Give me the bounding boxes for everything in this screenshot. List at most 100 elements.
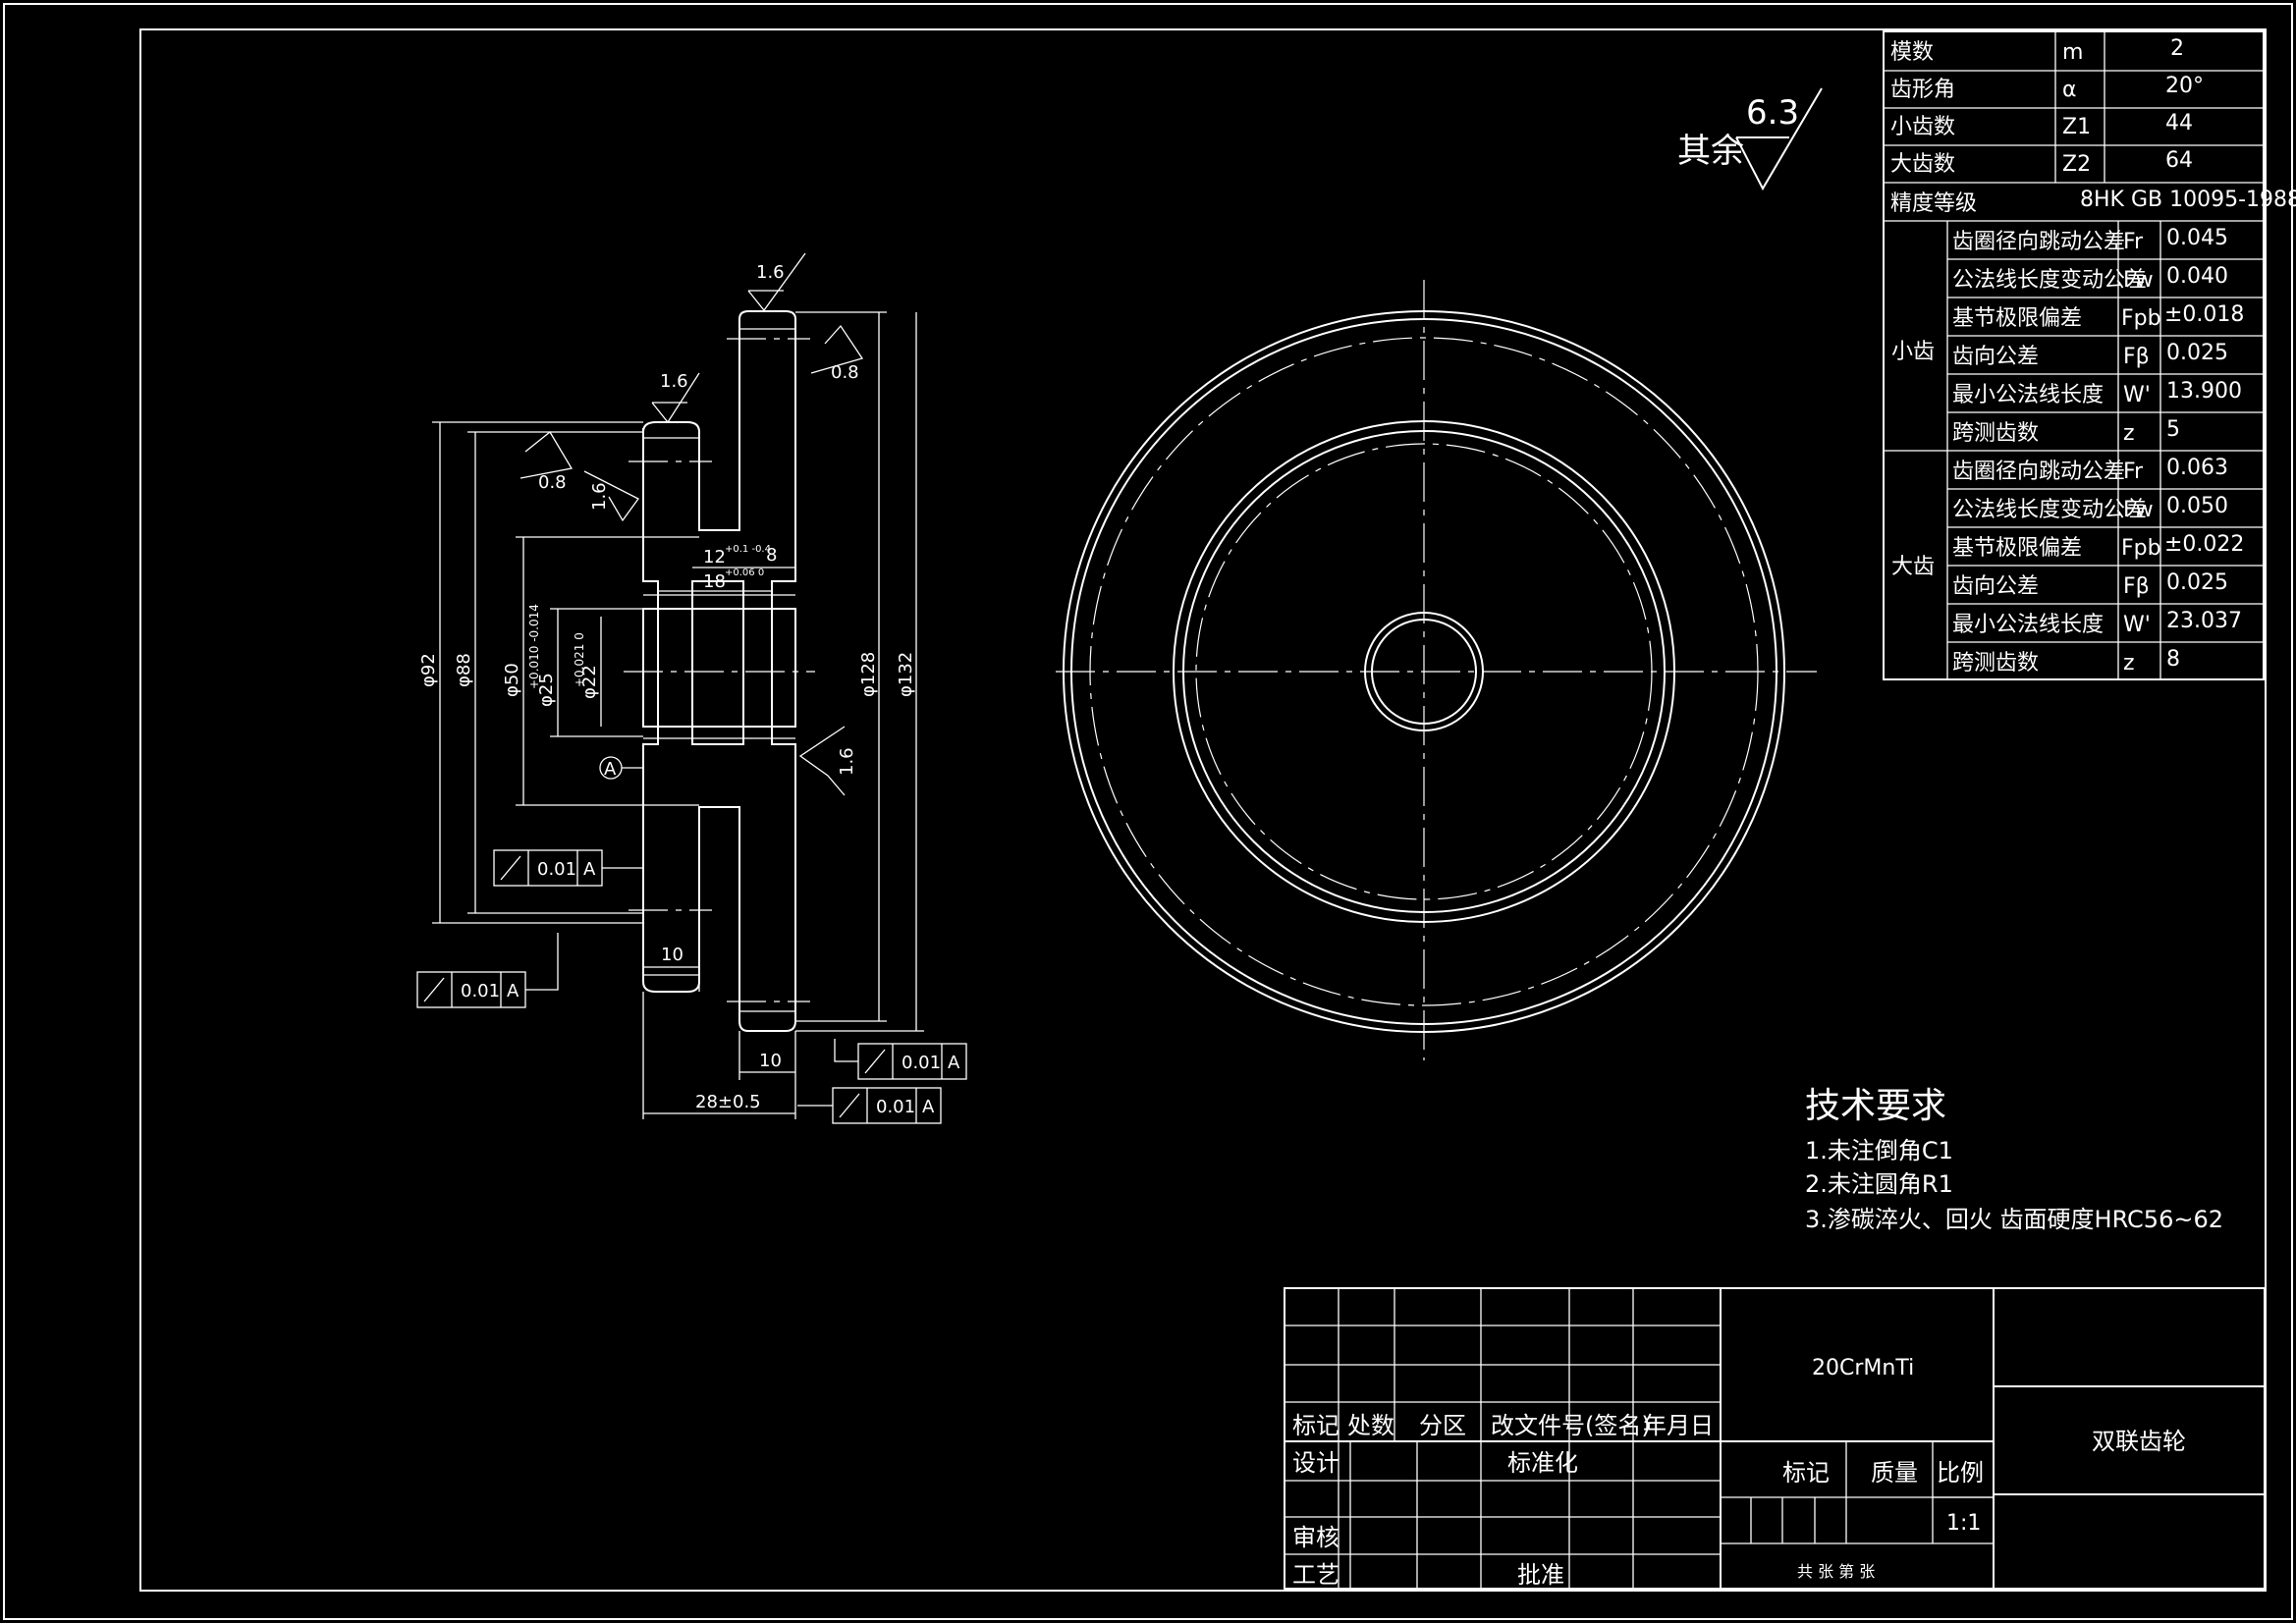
stage-header: 质量 <box>1871 1459 1918 1487</box>
roughness-value: 1.6 <box>660 371 688 392</box>
large-param-name: 公法线长度变动公差 <box>1952 498 2147 522</box>
role-label: 批准 <box>1517 1561 1564 1589</box>
small-param-name: 齿向公差 <box>1952 345 2039 369</box>
small-param-name: 公法线长度变动公差 <box>1952 268 2147 293</box>
roughness-value: 0.8 <box>538 472 567 493</box>
dim-w10b: 10 <box>759 1051 782 1071</box>
section-upper <box>642 310 796 610</box>
small-param-value: 5 <box>2166 417 2180 442</box>
dim-d25-tol: +0.010 -0.014 <box>527 604 541 689</box>
dim-d128: φ128 <box>858 652 879 697</box>
large-param-name: 基节极限偏差 <box>1952 536 2082 561</box>
param-symbol: Z1 <box>2062 115 2091 139</box>
dim-w10a: 10 <box>661 945 683 965</box>
role-label: 审核 <box>1292 1524 1339 1551</box>
part-name: 双联齿轮 <box>2092 1428 2186 1455</box>
large-param-symbol: z <box>2123 651 2135 676</box>
small-param-name: 基节极限偏差 <box>1952 306 2082 331</box>
small-param-symbol: W' <box>2123 383 2151 407</box>
revision-header: 处数 <box>1347 1412 1394 1439</box>
tech-req-item: 2.未注圆角R1 <box>1805 1170 1953 1198</box>
material: 20CrMnTi <box>1812 1356 1914 1380</box>
roughness-general: 其余 6.3 <box>1677 87 1823 191</box>
param-value: 20° <box>2165 74 2204 98</box>
dim-d25: φ25 <box>536 673 557 707</box>
small-param-symbol: Fr <box>2123 230 2144 254</box>
small-param-symbol: Fw <box>2123 268 2154 293</box>
dim-len: 28±0.5 <box>695 1092 761 1112</box>
roughness-value: 1.6 <box>589 482 610 511</box>
revision-header: 标记 <box>1292 1412 1339 1439</box>
small-param-symbol: Fpb <box>2121 306 2161 331</box>
large-param-symbol: Fr <box>2123 460 2144 484</box>
accuracy-name: 精度等级 <box>1890 191 1977 216</box>
fcf-value: 0.01 <box>876 1097 915 1117</box>
fcf-datum: A <box>583 859 596 880</box>
dim-w18-tol: +0.06 0 <box>725 568 764 578</box>
small-gear-label: 小齿 <box>1891 340 1935 364</box>
dim-w18: 18 <box>703 571 726 592</box>
tech-req-title: 技术要求 <box>1805 1086 1946 1126</box>
role-label: 设计 <box>1292 1449 1339 1477</box>
large-param-symbol: Fw <box>2123 498 2154 522</box>
large-param-symbol: W' <box>2123 613 2151 637</box>
large-param-value: 0.025 <box>2166 570 2228 595</box>
large-gear-label: 大齿 <box>1891 555 1935 579</box>
revision-header: 年月日 <box>1643 1412 1714 1439</box>
dim-w12-tol: +0.1 -0.4 <box>725 544 771 555</box>
fcf-datum: A <box>922 1097 935 1117</box>
roughness-value: 1.6 <box>837 747 857 776</box>
fcf-4: 0.01 A <box>797 1087 942 1124</box>
roughness-value: 0.8 <box>831 362 859 383</box>
inner-frame <box>139 28 2267 1592</box>
fcf-2: 0.01 A <box>416 933 559 1008</box>
role-label: 标准化 <box>1507 1449 1578 1477</box>
dim-d88: φ88 <box>454 653 474 687</box>
fcf-1: 0.01 A <box>493 849 643 887</box>
datum-label: A <box>604 759 617 780</box>
small-param-value: ±0.018 <box>2164 302 2244 327</box>
dim-d50: φ50 <box>502 663 522 697</box>
role-label: 工艺 <box>1292 1561 1339 1589</box>
dim-d22-tol: +0.021 0 <box>573 632 586 687</box>
roughness-general-value: 6.3 <box>1746 93 1799 133</box>
small-param-value: 13.900 <box>2166 379 2242 404</box>
large-param-value: 23.037 <box>2166 609 2242 633</box>
param-symbol: α <box>2062 78 2077 102</box>
large-param-value: ±0.022 <box>2164 532 2244 557</box>
stage-header: 比例 <box>1937 1459 1984 1487</box>
front-view <box>1056 280 1817 1060</box>
accuracy-value: 8HK GB 10095-1988 <box>2080 188 2296 212</box>
small-param-value: 0.025 <box>2166 341 2228 365</box>
tech-req-item: 1.未注倒角C1 <box>1805 1137 1953 1164</box>
roughness-symbols: 1.6 1.6 0.8 0.8 1.6 1.6 <box>519 252 864 796</box>
roughness-general-prefix: 其余 <box>1677 132 1744 171</box>
tech-req-item: 3.渗碳淬火、回火 齿面硬度HRC56~62 <box>1805 1206 2223 1233</box>
datum-a: A <box>599 756 643 780</box>
param-value: 44 <box>2165 111 2193 135</box>
dim-d92: φ92 <box>418 653 439 687</box>
section-lower <box>642 726 796 1032</box>
dim-w8: 8 <box>766 545 777 566</box>
small-param-value: 0.040 <box>2166 264 2228 289</box>
param-name: 模数 <box>1890 40 1934 65</box>
dim-d132: φ132 <box>896 652 916 697</box>
title-block: 标记 处数 分区 改文件号(签名) 年月日 设计 标准化 审核 工艺 批准 20… <box>1284 1287 2266 1590</box>
small-param-name: 最小公法线长度 <box>1952 383 2104 407</box>
small-param-value: 0.045 <box>2166 226 2228 250</box>
gear-parameter-table: 模数 m 2 齿形角 α 20° 小齿数 Z1 44 大齿数 Z2 64 精度等… <box>1883 30 2296 680</box>
small-param-symbol: Fβ <box>2123 345 2150 369</box>
large-param-value: 0.050 <box>2166 494 2228 518</box>
small-param-name: 齿圈径向跳动公差 <box>1952 230 2125 254</box>
large-param-name: 齿向公差 <box>1952 574 2039 599</box>
sheet-info: 共 张 第 张 <box>1797 1562 1875 1581</box>
large-param-name: 齿圈径向跳动公差 <box>1952 460 2125 484</box>
dim-w12: 12 <box>703 547 726 568</box>
small-param-name: 跨测齿数 <box>1952 421 2039 446</box>
fcf-value: 0.01 <box>537 859 576 880</box>
revision-header: 分区 <box>1419 1412 1466 1439</box>
fcf-datum: A <box>948 1053 960 1073</box>
param-symbol: Z2 <box>2062 152 2091 177</box>
param-name: 大齿数 <box>1890 152 1955 177</box>
